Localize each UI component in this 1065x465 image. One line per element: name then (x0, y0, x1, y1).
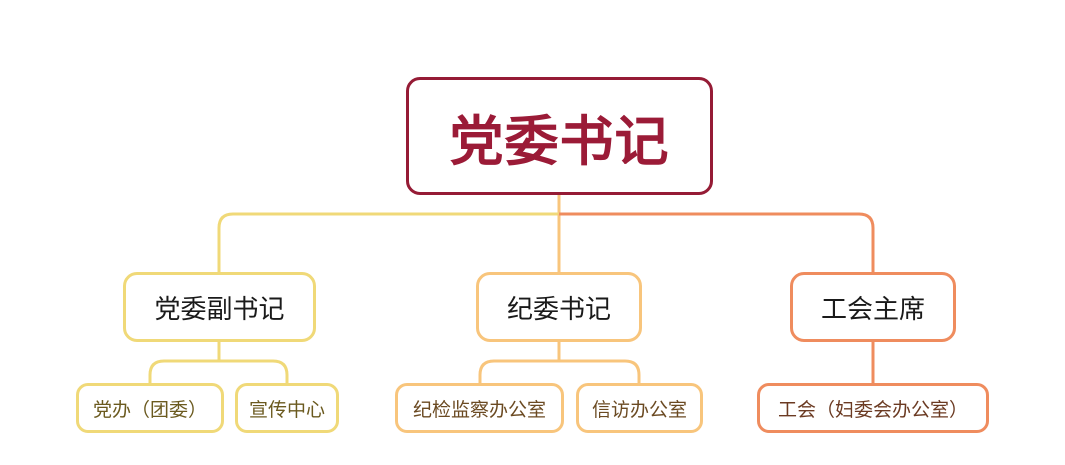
connector-inspection (478, 359, 559, 383)
leaf-petition-office: 信访办公室 (576, 383, 703, 433)
connector-party-office (148, 359, 219, 383)
leaf-petition-office-label: 信访办公室 (591, 398, 687, 421)
leaf-union-office-label: 工会（妇委会办公室） (777, 398, 968, 421)
leaf-party-office-label: 党办（团委） (92, 398, 207, 421)
root-node-label: 党委书记 (449, 109, 670, 173)
node-deputy-secretary: 党委副书记 (123, 272, 316, 342)
leaf-propaganda-center-label: 宣传中心 (248, 398, 325, 421)
leaf-party-office: 党办（团委） (76, 383, 224, 433)
node-union-chairman-label: 工会主席 (820, 294, 925, 325)
node-union-chairman: 工会主席 (790, 272, 956, 342)
node-discipline-secretary: 纪委书记 (476, 272, 642, 342)
connector-propaganda (219, 359, 289, 383)
leaf-inspection-office-label: 纪检监察办公室 (412, 398, 546, 421)
root-node-party-secretary: 党委书记 (406, 77, 713, 195)
leaf-inspection-office: 纪检监察办公室 (395, 383, 564, 433)
connector-deputy (217, 212, 559, 272)
leaf-propaganda-center: 宣传中心 (235, 383, 339, 433)
connector-union (559, 212, 875, 272)
connector-petition (559, 359, 641, 383)
leaf-union-office: 工会（妇委会办公室） (757, 383, 989, 433)
node-discipline-secretary-label: 纪委书记 (506, 294, 611, 325)
node-deputy-secretary-label: 党委副书记 (154, 294, 285, 325)
